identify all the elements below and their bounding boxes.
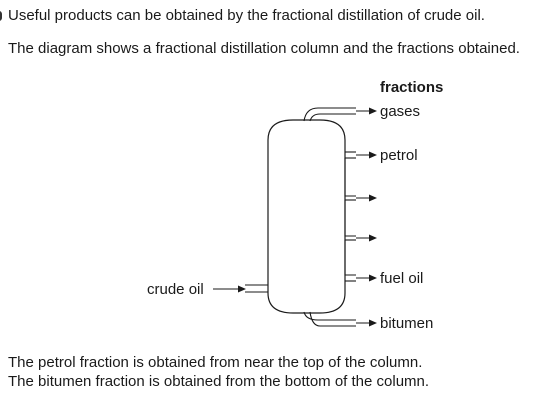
crude-oil-label: crude oil [147, 281, 204, 298]
fraction-label-fuel-oil: fuel oil [380, 270, 423, 287]
fractions-heading: fractions [380, 79, 443, 96]
intro-text-line-1: Useful products can be obtained by the f… [8, 7, 485, 24]
distillation-column [267, 119, 346, 314]
unlabeled-outlet-pipe-1 [344, 158, 377, 202]
fraction-label-gases: gases [380, 103, 420, 120]
intro-text-line-2: The diagram shows a fractional distillat… [8, 40, 520, 57]
bitumen-outlet-pipe [303, 311, 377, 327]
outro-text-line-2: The bitumen fraction is obtained from th… [8, 373, 430, 390]
outro-text-line-1: The petrol fraction is obtained from nea… [8, 354, 423, 371]
fuel-oil-outlet-pipe [344, 240, 377, 282]
gases-outlet-pipe [303, 107, 377, 122]
fraction-label-petrol: petrol [380, 147, 418, 164]
fraction-label-bitumen: bitumen [380, 315, 433, 332]
crude-oil-inlet-pipe [213, 284, 268, 293]
question-marker [0, 11, 2, 21]
unlabeled-outlet-pipe-2 [344, 200, 377, 242]
petrol-outlet-pipe [345, 151, 377, 159]
